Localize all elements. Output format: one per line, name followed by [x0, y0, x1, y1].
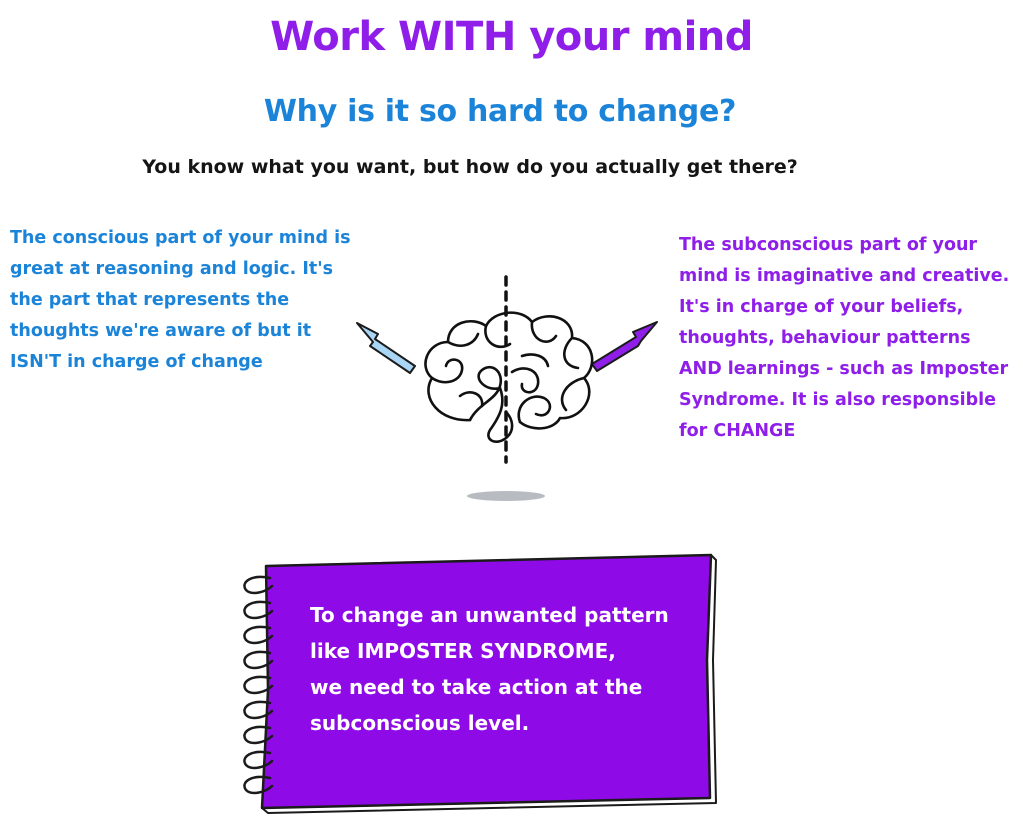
notebook-line: subconscious level. — [310, 711, 530, 735]
brain-shadow — [467, 491, 545, 501]
notebook-line: we need to take action at the — [310, 675, 643, 699]
notebook-line: like IMPOSTER SYNDROME, — [310, 639, 616, 663]
brain-icon — [424, 275, 594, 464]
conscious-mind-text: The conscious part of your mind is great… — [10, 228, 351, 372]
notebook-text: To change an unwanted pattern like IMPOS… — [310, 597, 700, 741]
page-subtitle: Why is it so hard to change? — [263, 94, 737, 129]
spiral-binding-icon — [243, 575, 274, 795]
subconscious-mind-text: The subconscious part of your mind is im… — [679, 235, 1010, 441]
page-title: Work WITH your mind — [270, 14, 753, 60]
arrow-up-right-icon — [591, 321, 658, 372]
notebook — [260, 553, 717, 814]
tagline: You know what you want, but how do you a… — [142, 156, 798, 178]
arrow-up-left-icon — [356, 322, 416, 374]
notebook-line: To change an unwanted pattern — [310, 603, 669, 627]
